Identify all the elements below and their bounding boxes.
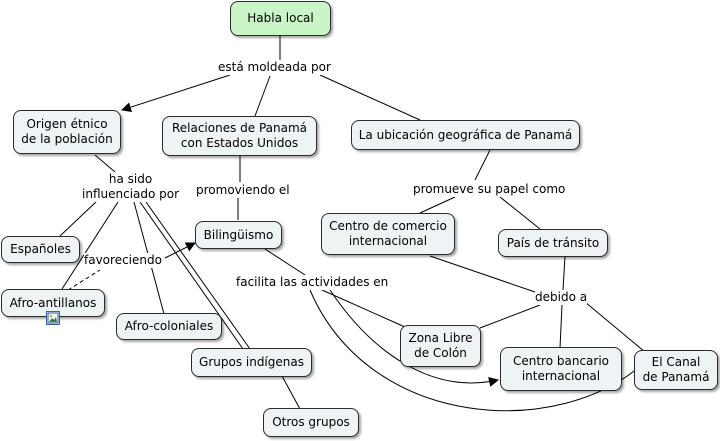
link-influenciado-indigenas-1 — [139, 201, 244, 350]
node-relaciones-panama-eeuu[interactable]: Relaciones de Panamá con Estados Unidos — [162, 116, 317, 156]
link-influenciado-afroantillanos — [61, 201, 119, 290]
link-influenciado-indigenas-2 — [145, 201, 251, 350]
link-debido-canal — [584, 301, 646, 353]
link-comercio-debido — [429, 255, 536, 293]
link-favoreciendo-bilinguismo — [164, 242, 196, 259]
linking-ha-sido-influenciado: ha sido influenciado por — [82, 172, 180, 202]
node-espanoles[interactable]: Españoles — [1, 236, 80, 263]
node-canal-panama[interactable]: El Canal de Panamá — [634, 350, 718, 390]
link-afroantillanos-favoreciendo — [67, 269, 101, 291]
link-bilinguismo-facilita — [264, 248, 306, 276]
linking-favoreciendo: favoreciendo — [84, 253, 162, 268]
link-moldeada-relaciones — [254, 75, 271, 117]
link-indigenas-otros — [281, 375, 301, 410]
linking-promoviendo: promoviendo el — [196, 183, 290, 198]
node-afro-coloniales[interactable]: Afro-coloniales — [116, 313, 222, 340]
node-habla-local[interactable]: Habla local — [230, 1, 331, 36]
link-debido-bancario — [559, 304, 563, 349]
link-moldeada-origen — [121, 74, 231, 112]
linking-debido-a: debido a — [535, 290, 588, 305]
link-ubicacion-promueve — [474, 149, 491, 181]
node-bilinguismo[interactable]: Bilingüismo — [195, 221, 282, 249]
node-centro-comercio[interactable]: Centro de comercio internacional — [321, 213, 455, 255]
link-debido-zona — [479, 304, 541, 329]
image-attachment-icon[interactable] — [46, 311, 60, 325]
node-origen-etnico[interactable]: Origen étnico de la población — [13, 110, 121, 154]
linking-facilita: facilita las actividades en — [236, 275, 389, 290]
linking-esta-moldeada: está moldeada por — [218, 60, 331, 75]
link-origen-influenciado — [94, 154, 116, 173]
link-promueve-transito — [499, 196, 541, 230]
node-otros-grupos[interactable]: Otros grupos — [263, 408, 359, 437]
node-centro-bancario[interactable]: Centro bancario internacional — [500, 347, 622, 391]
node-pais-transito[interactable]: País de tránsito — [498, 229, 608, 257]
node-grupos-indigenas[interactable]: Grupos indígenas — [191, 348, 312, 377]
link-influenciado-espanoles — [59, 199, 99, 237]
link-promueve-comercio — [419, 196, 456, 214]
node-ubicacion-geografica[interactable]: La ubicación geográfica de Panamá — [351, 120, 580, 150]
node-zona-libre-colon[interactable]: Zona Libre de Colón — [400, 325, 481, 367]
link-transito-debido — [562, 255, 566, 291]
link-facilita-zona — [321, 289, 406, 328]
linking-promueve: promueve su papel como — [413, 182, 566, 197]
link-moldeada-ubicacion — [319, 74, 421, 121]
